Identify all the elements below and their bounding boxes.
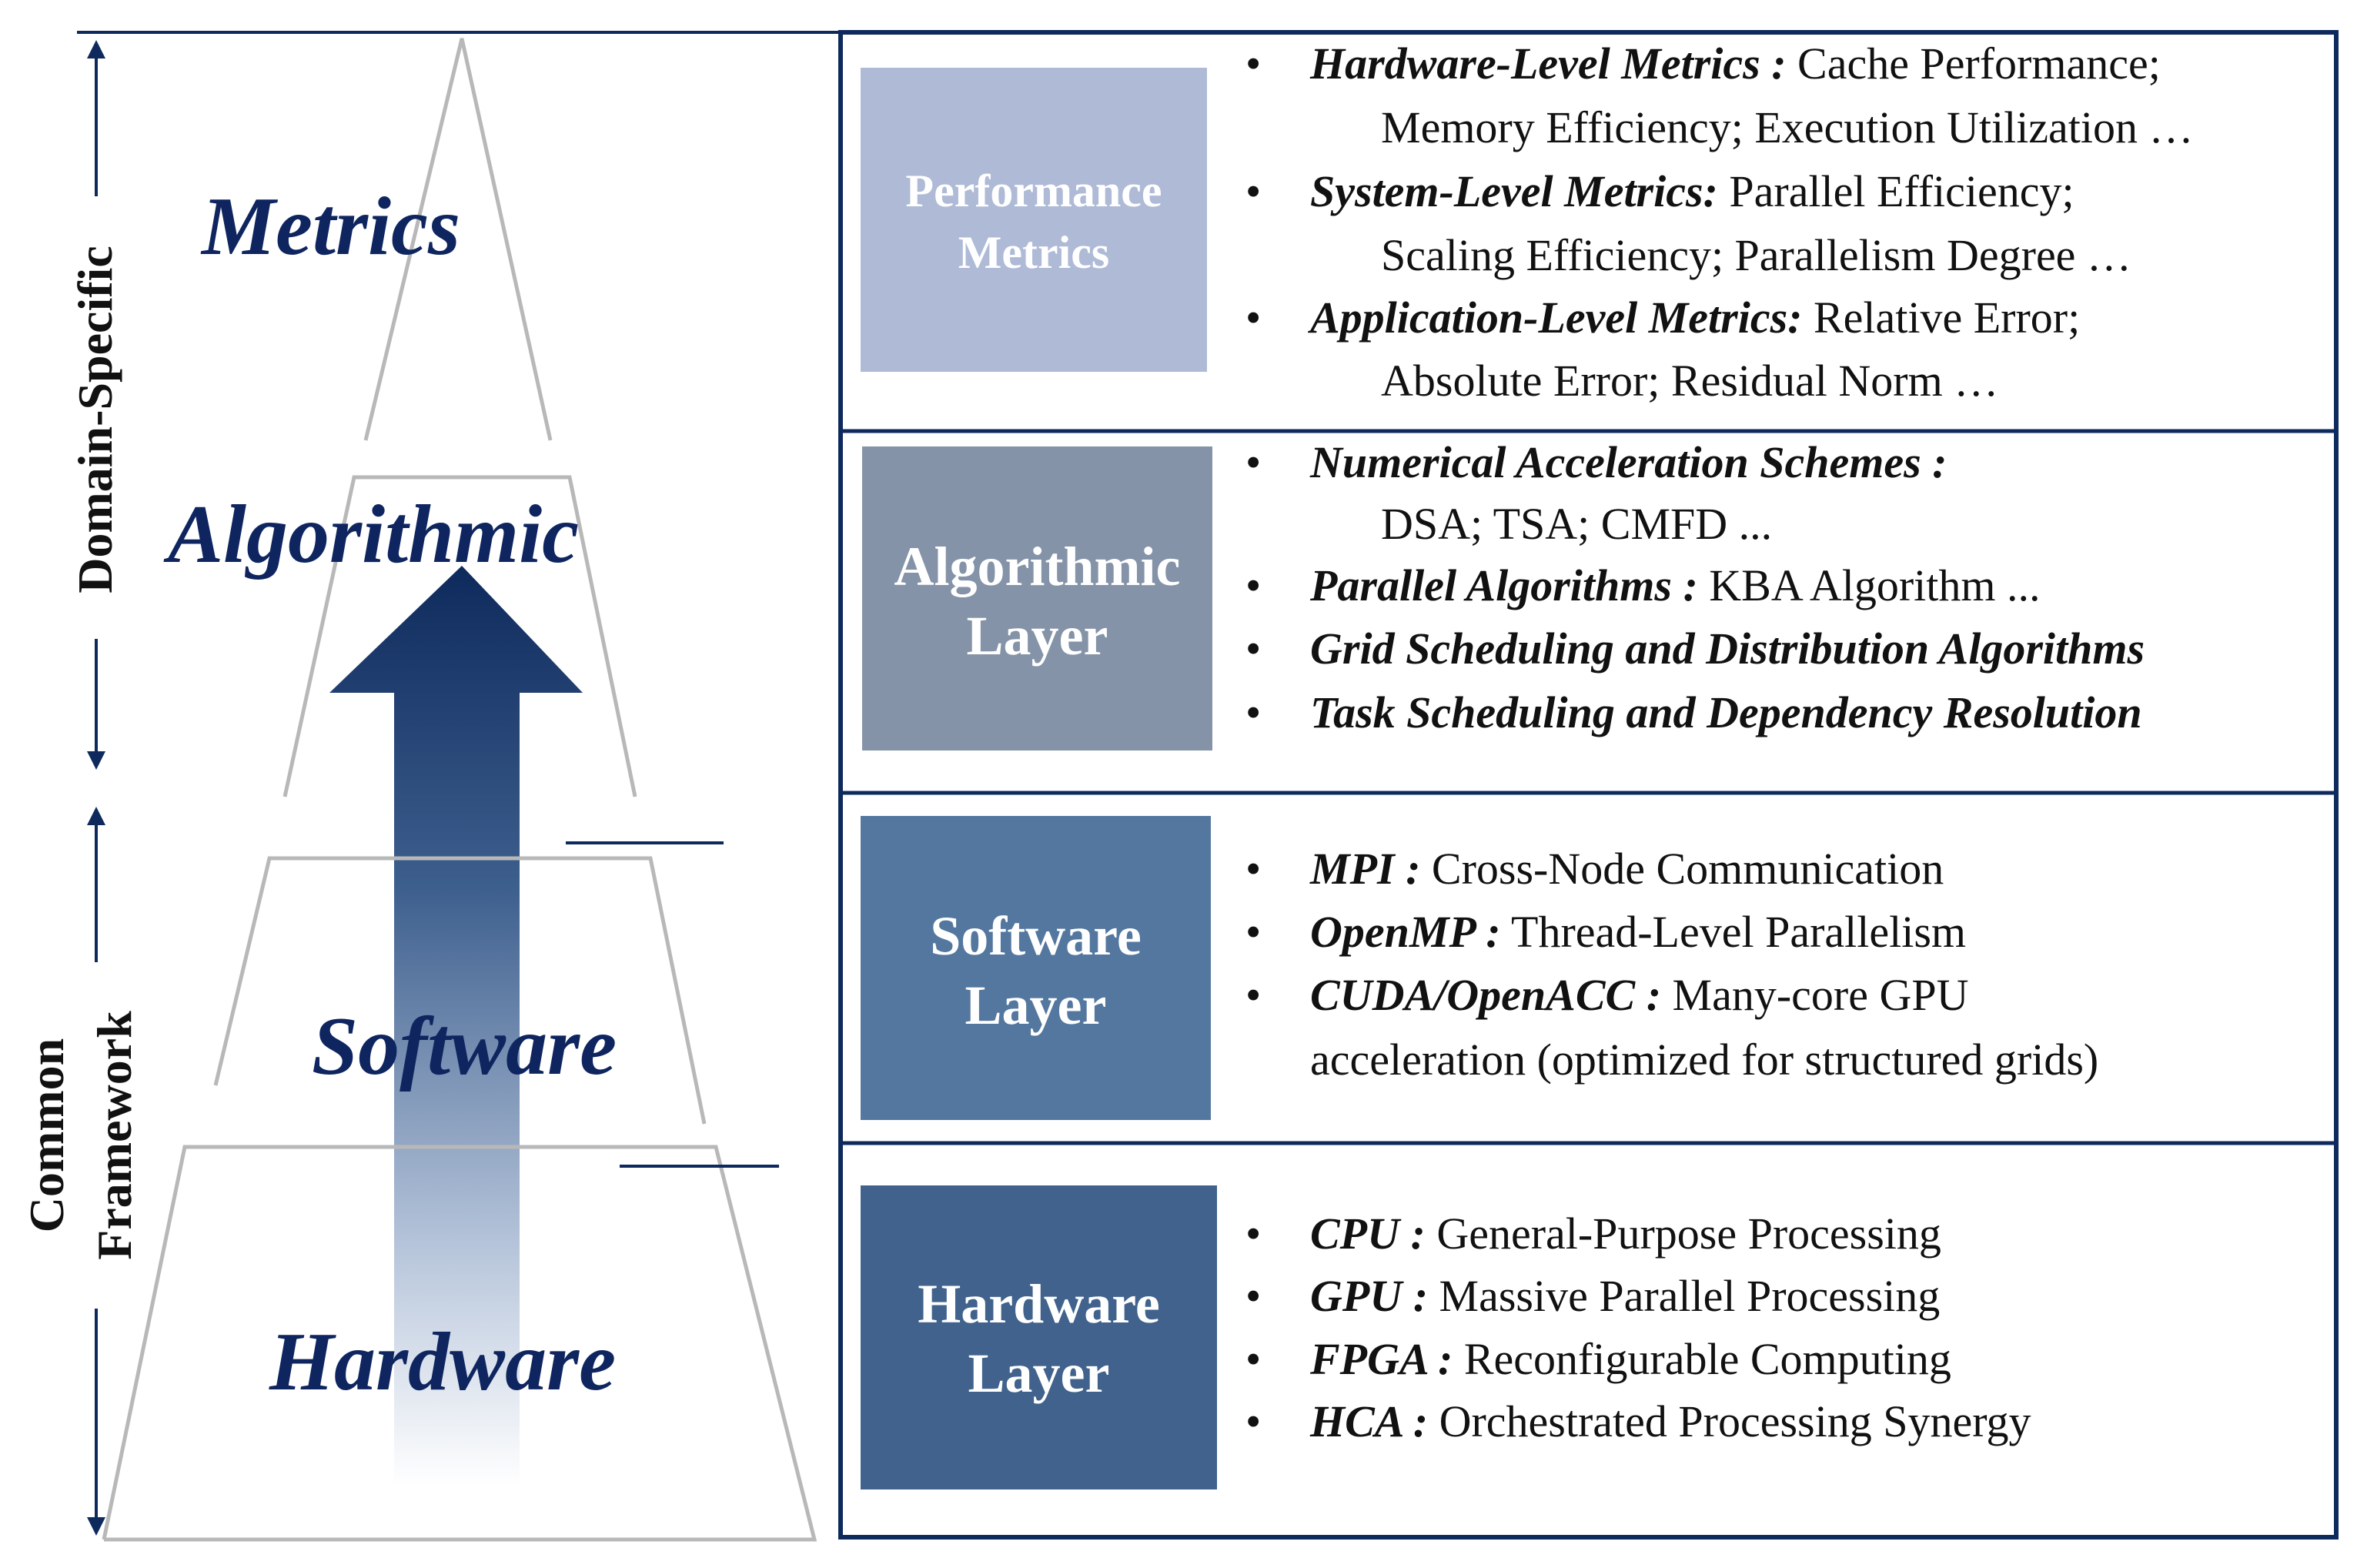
list-item-continuation: Scaling Efficiency; Parallelism Degree … <box>1381 230 2131 280</box>
algorithmic-title-line: Algorithmic <box>894 536 1181 597</box>
list-item: MPI : Cross-Node Communication <box>1309 844 1944 894</box>
list-item-continuation: Memory Efficiency; Execution Utilization… <box>1381 102 2194 152</box>
item-heading: Hardware-Level Metrics : <box>1309 38 1787 89</box>
item-heading: System-Level Metrics: <box>1310 166 1718 216</box>
item-heading: CPU : <box>1310 1209 1426 1259</box>
list-item: Task Scheduling and Dependency Resolutio… <box>1310 687 2142 737</box>
arrowhead-down-icon <box>87 751 105 770</box>
item-description: Parallel Efficiency; <box>1718 166 2074 216</box>
bullet-icon: • <box>1245 1396 1261 1446</box>
item-heading: Grid Scheduling and Distribution Algorit… <box>1310 624 2145 674</box>
bullet-icon: • <box>1245 166 1261 216</box>
software-title-line: Layer <box>965 975 1107 1036</box>
list-item-continuation: acceleration (optimized for structured g… <box>1310 1035 2098 1085</box>
arrowhead-up-icon <box>87 807 105 825</box>
algorithmic-title-box <box>862 446 1212 751</box>
item-description: KBA Algorithm ... <box>1698 560 2041 610</box>
bullet-icon: • <box>1245 844 1261 894</box>
list-item: Grid Scheduling and Distribution Algorit… <box>1310 624 2145 674</box>
bullet-icon: • <box>1245 624 1261 674</box>
hardware-title-line: Hardware <box>918 1273 1160 1335</box>
item-description: Orchestrated Processing Synergy <box>1428 1396 2031 1446</box>
list-item: CUDA/OpenACC : Many-core GPU <box>1310 970 1968 1020</box>
item-heading: OpenMP : <box>1310 907 1501 957</box>
metrics-title-line: Metrics <box>958 227 1110 278</box>
bullet-icon: • <box>1245 1334 1261 1384</box>
list-item: HCA : Orchestrated Processing Synergy <box>1309 1396 2031 1446</box>
domain-specific-label: Domain-Specific <box>68 246 122 593</box>
item-description: Cross-Node Communication <box>1420 844 1944 894</box>
item-heading: MPI : <box>1309 844 1420 894</box>
domain-specific-bracket: Domain-Specific <box>68 40 122 770</box>
bullet-icon: • <box>1245 907 1261 957</box>
list-item: GPU : Massive Parallel Processing <box>1310 1271 1940 1321</box>
list-item: Parallel Algorithms : KBA Algorithm ... <box>1309 560 2041 610</box>
item-description: Reconfigurable Computing <box>1453 1334 1951 1384</box>
item-description: Relative Error; <box>1802 293 2080 343</box>
pyramid: Metrics Algorithmic Software Hardware <box>102 38 817 1542</box>
pyramid-label-hardware: Hardware <box>269 1316 616 1408</box>
pyramid-third-segment <box>213 856 707 1125</box>
bullet-icon: • <box>1245 687 1261 737</box>
item-description: Cache Performance; <box>1787 38 2161 89</box>
list-item: FPGA : Reconfigurable Computing <box>1309 1334 1951 1384</box>
pyramid-label-software: Software <box>312 1001 617 1092</box>
item-heading: Application-Level Metrics: <box>1308 293 1802 343</box>
list-item: Application-Level Metrics: Relative Erro… <box>1308 293 2080 343</box>
metrics-title-box <box>861 68 1207 372</box>
common-label: Common <box>19 1038 74 1232</box>
arrowhead-up-icon <box>87 40 105 59</box>
pyramid-top-segment <box>363 38 553 441</box>
bullet-icon: • <box>1245 560 1261 610</box>
arrowhead-down-icon <box>87 1517 105 1536</box>
pyramid-label-algorithmic: Algorithmic <box>163 489 579 580</box>
item-heading: Numerical Acceleration Schemes : <box>1309 437 1947 487</box>
bullet-icon: • <box>1245 1209 1261 1259</box>
list-item: CPU : General-Purpose Processing <box>1310 1209 1941 1259</box>
hardware-title-line: Layer <box>968 1342 1110 1404</box>
list-item-continuation: Absolute Error; Residual Norm … <box>1381 356 1998 406</box>
list-item: System-Level Metrics: Parallel Efficienc… <box>1310 166 2074 216</box>
bullet-icon: • <box>1245 970 1261 1020</box>
hardware-title-box <box>861 1185 1217 1489</box>
algorithmic-title-line: Layer <box>967 605 1108 667</box>
list-item: Hardware-Level Metrics : Cache Performan… <box>1309 38 2161 89</box>
bullet-icon: • <box>1245 437 1261 487</box>
item-description: Thread-Level Parallelism <box>1501 907 1966 957</box>
bullet-icon: • <box>1245 1271 1261 1321</box>
item-heading: GPU : <box>1310 1271 1428 1321</box>
item-heading: HCA : <box>1309 1396 1428 1446</box>
pyramid-base-segment <box>102 1145 817 1542</box>
metrics-title-line: Performance <box>905 165 1162 216</box>
panel-border <box>838 30 2339 1540</box>
pyramid-second-segment <box>283 475 637 797</box>
item-description: General-Purpose Processing <box>1426 1209 1941 1259</box>
common-framework-bracket: Common Framework <box>19 807 142 1536</box>
framework-label: Framework <box>87 1011 142 1260</box>
item-heading: Task Scheduling and Dependency Resolutio… <box>1310 687 2142 737</box>
item-heading: Parallel Algorithms : <box>1309 560 1698 610</box>
item-description: Massive Parallel Processing <box>1428 1271 1940 1321</box>
list-item-continuation: DSA; TSA; CMFD ... <box>1381 499 1772 549</box>
pyramid-label-metrics: Metrics <box>200 181 460 272</box>
list-item: OpenMP : Thread-Level Parallelism <box>1310 907 1966 957</box>
bullet-icon: • <box>1245 38 1261 89</box>
software-title-box <box>861 816 1211 1120</box>
list-item: Numerical Acceleration Schemes : <box>1309 437 1947 487</box>
item-description: Many-core GPU <box>1661 970 1968 1020</box>
item-heading: CUDA/OpenACC : <box>1310 970 1661 1020</box>
bullet-icon: • <box>1245 293 1261 343</box>
software-title-line: Software <box>930 905 1142 967</box>
upward-arrow-icon <box>329 566 583 1486</box>
item-heading: FPGA : <box>1309 1334 1453 1384</box>
